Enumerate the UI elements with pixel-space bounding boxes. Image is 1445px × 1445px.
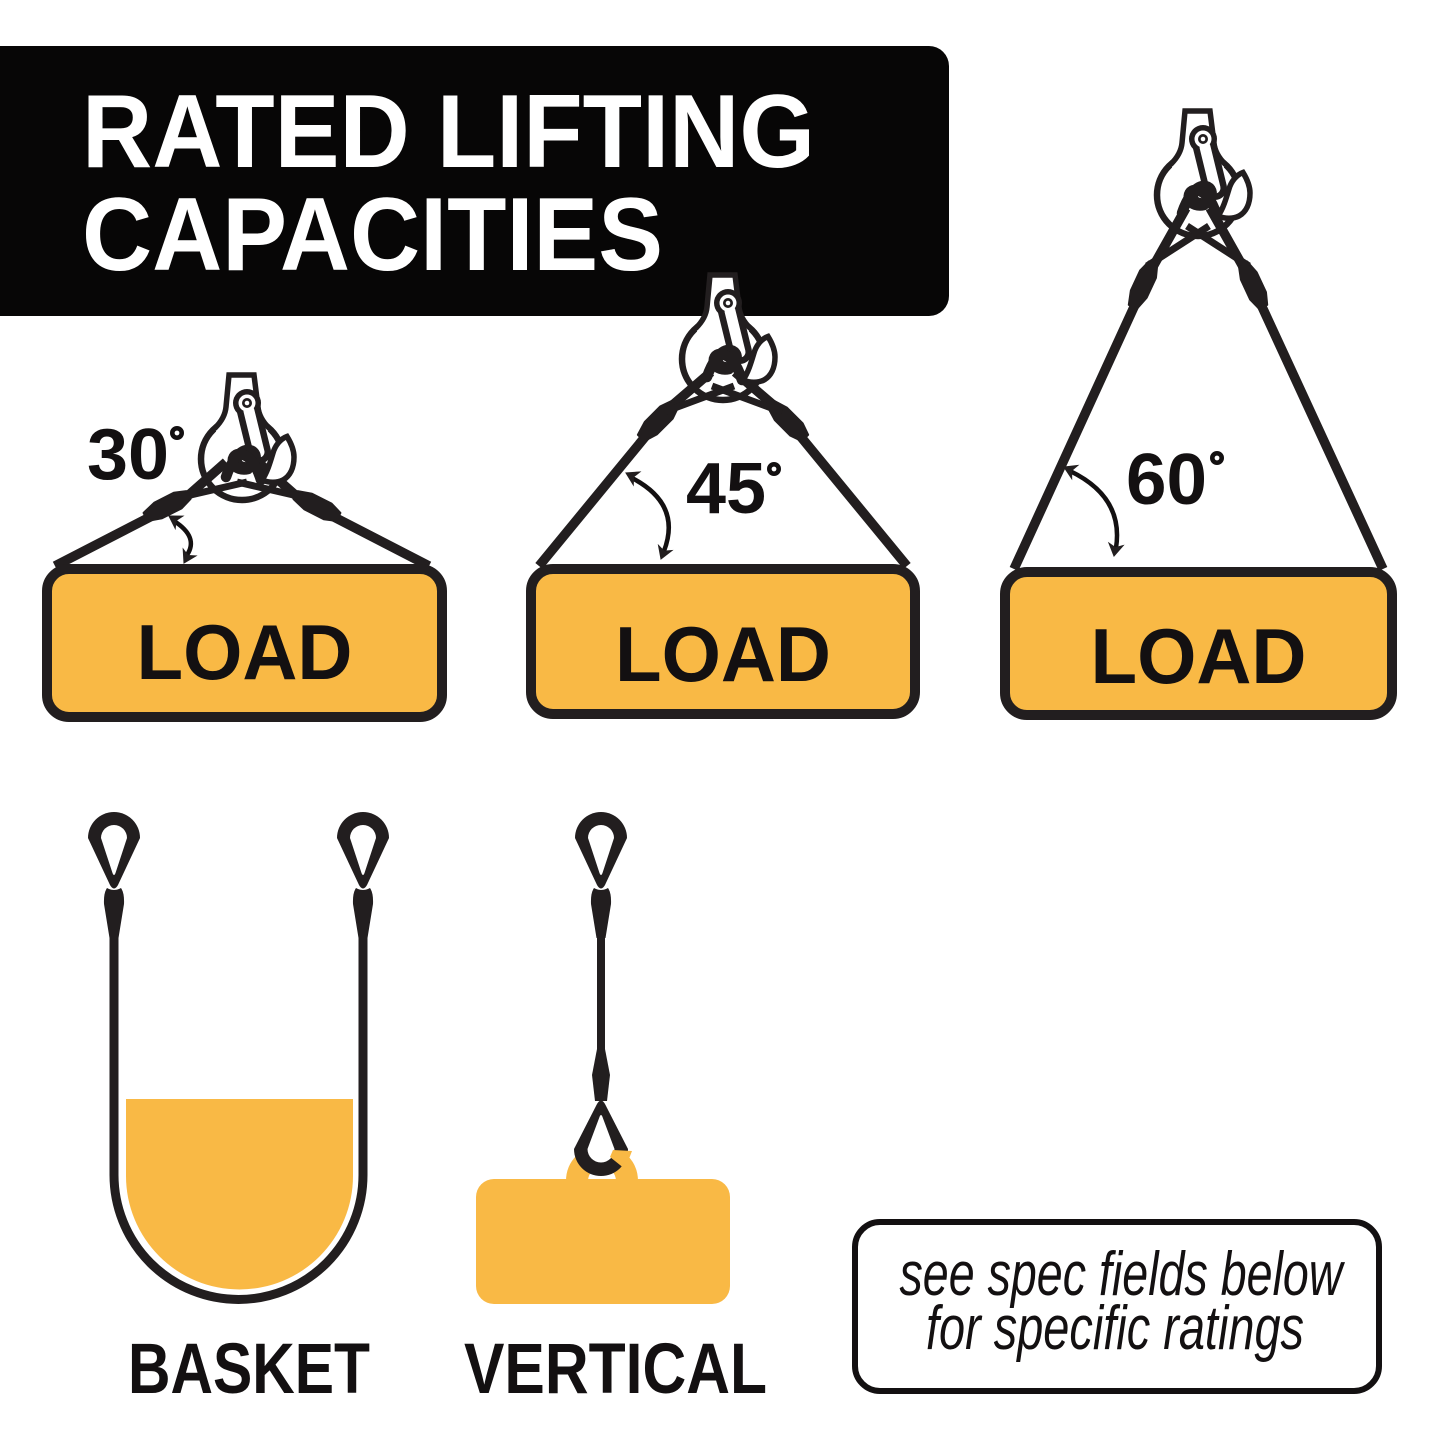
svg-text:LOAD: LOAD: [1091, 612, 1307, 700]
svg-text:BASKET: BASKET: [128, 1330, 370, 1409]
svg-text:RATED LIFTING: RATED LIFTING: [82, 74, 815, 190]
svg-text:45: 45: [686, 449, 766, 529]
svg-text:VERTICAL: VERTICAL: [464, 1330, 767, 1409]
svg-text:60: 60: [1126, 440, 1207, 520]
svg-text:see spec fields below: see spec fields below: [900, 1240, 1346, 1309]
svg-text:LOAD: LOAD: [137, 608, 353, 696]
svg-text:30: 30: [87, 415, 169, 495]
svg-text:LOAD: LOAD: [615, 610, 831, 698]
svg-text:for specific ratings: for specific ratings: [926, 1294, 1304, 1363]
svg-text:CAPACITIES: CAPACITIES: [82, 177, 663, 293]
